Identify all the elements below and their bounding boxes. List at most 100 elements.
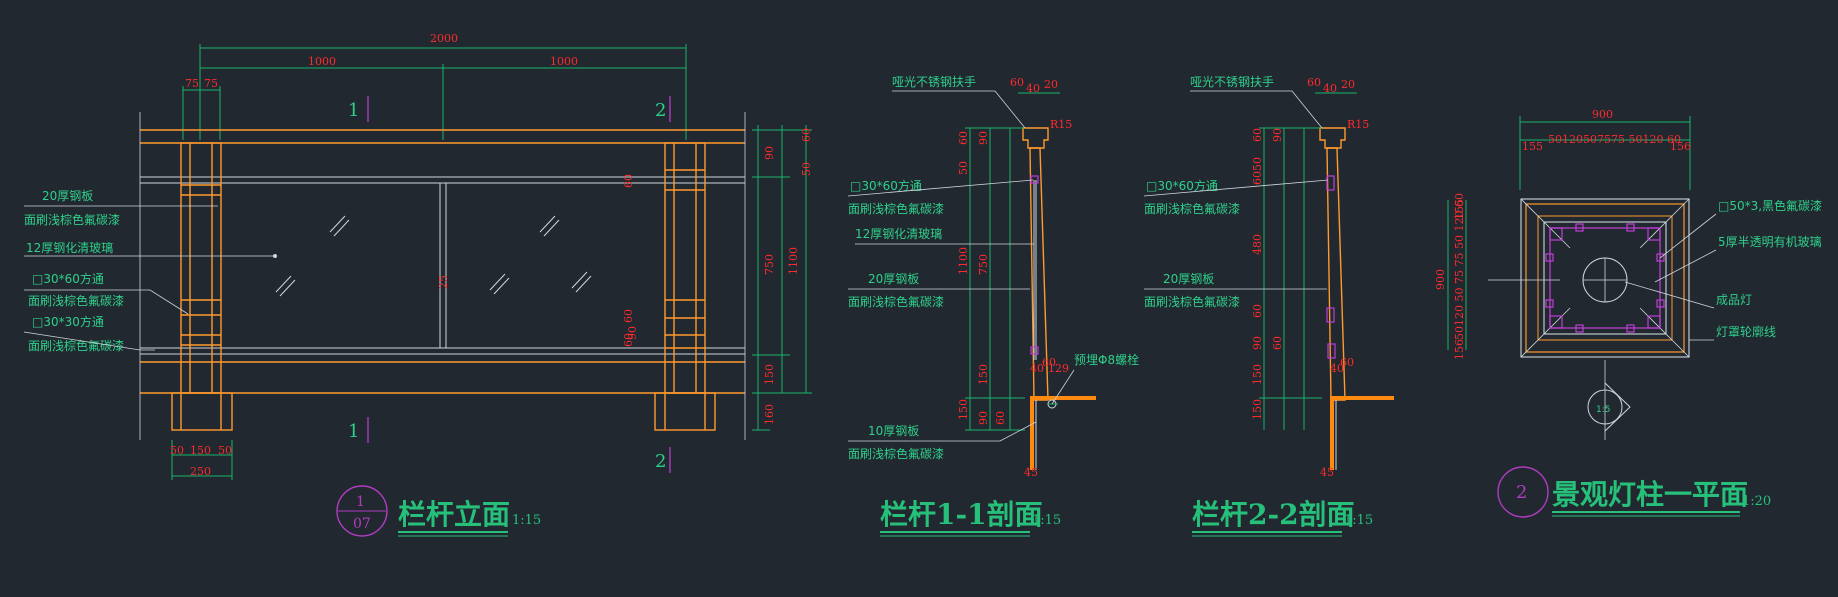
s2-dim-l60c: 60 [1271,336,1284,350]
dim-r-1100: 1100 [787,247,800,275]
s2-label-paint-1: 面刷浅棕色氟碳漆 [1144,201,1240,216]
s1-dim-l60: 60 [957,131,970,145]
glass-hatch [275,215,592,297]
s1-r15: R15 [1050,118,1072,131]
dim-r-60: 60 [800,128,813,142]
elevation-scale: 1:15 [512,513,541,528]
plan-title: 景观灯柱一平面 [1552,478,1748,511]
plan-dim-156: 156 [1670,140,1691,153]
s2-dim-60b: 60 [1340,356,1354,369]
dim-b-50b: 50 [218,444,232,457]
plan-label-lamp: 成品灯 [1716,293,1752,307]
s1-dim-60b: 60 [1042,356,1056,369]
s2-dim-l150a: 150 [1251,364,1264,385]
dim-s-60b: 60 [622,309,635,323]
section-mark-1-top: 1 [348,100,359,121]
s1-dim-20: 20 [1044,78,1058,91]
plan-dim-900: 900 [1592,108,1613,121]
plan-bubble [1497,466,1549,518]
s1-dim-45: 45 [1024,466,1038,479]
lamp-post-plan: 900 50120507575 50120 60 155 156 900 501… [1434,108,1822,518]
dim-r-750: 750 [763,254,776,275]
s1-label-steel: 20厚钢板 [868,272,919,286]
s2-dim-l6050: 6050 [1251,157,1264,185]
label-paint-3: 面刷浅棕色氟碳漆 [28,338,124,353]
s1-dim-129: 129 [1048,362,1069,375]
s1-dim-l150a: 150 [977,364,990,385]
plan-dim-row: 50120507575 50120 60 [1548,133,1681,146]
plan-bubble-num: 2 [1516,482,1527,503]
s2-dim-l90: 90 [1271,128,1284,142]
dim-r-90: 90 [763,146,776,160]
dim-s-60c: 60 [622,333,635,347]
elevation-bubble [336,485,388,537]
dim-75-a: 75 [185,77,199,90]
label-paint-1: 面刷浅棕色氟碳漆 [24,212,120,227]
section1-scale: 1:15 [1032,513,1061,528]
plan-north-label: 1:5 [1596,405,1610,415]
label-paint-2: 面刷浅棕色氟碳漆 [28,293,124,308]
section-mark-1-bottom: 1 [348,421,359,442]
plan-label-acrylic: 5厚半透明有机玻璃 [1718,235,1822,249]
elevation-title: 栏杆立面 [398,498,510,531]
label-glass: 12厚钢化清玻璃 [26,241,113,255]
s1-label-paint-1: 面刷浅棕色氟碳漆 [848,201,944,216]
s2-dim-l60b: 60 [1251,304,1264,318]
dim-r-50: 50 [800,162,813,176]
s2-label-paint-2: 面刷浅棕色氟碳漆 [1144,294,1240,309]
s1-dim-l1100: 1100 [957,247,970,275]
section2-title: 栏杆2-2剖面 [1192,498,1355,531]
s1-dim-40b: 40 [1030,362,1044,375]
dim-b-250: 250 [190,465,211,478]
dim-s-60a: 60 [622,174,635,188]
s1-dim-l50: 50 [957,161,970,175]
s1-label-tube: □30*60方通 [850,178,922,193]
label-tube-3060: □30*60方通 [32,271,104,286]
plan-dim-155: 155 [1522,140,1543,153]
elevation-bubble-top: 1 [356,494,365,510]
section1-title: 栏杆1-1剖面 [880,498,1043,531]
dim-b-150: 150 [190,444,211,457]
s1-dim-l90: 90 [977,131,990,145]
plan-dim-left-900: 900 [1434,269,1447,290]
railing-section-2-2: 60 40 20 R15 60 90 6050 480 60 90 60 150… [1143,74,1394,537]
dim-1000-right: 1000 [550,55,578,68]
s1-label-paint-3: 面刷浅棕色氟碳漆 [848,446,944,461]
dim-b-50a: 50 [170,444,184,457]
glass-mark-25: 25 [437,275,450,289]
s2-dim-40b: 40 [1330,362,1344,375]
s2-dim-l480: 480 [1251,234,1264,255]
s2-dim-60: 60 [1307,76,1321,89]
s1-label-glass: 12厚钢化清玻璃 [855,227,942,241]
section2-scale: 1:15 [1344,513,1373,528]
plan-label-shade: 灯罩轮廓线 [1716,324,1776,339]
s2-label-handrail: 哑光不锈钢扶手 [1190,74,1274,89]
railing-elevation: 2000 1000 1000 75 75 [23,32,813,537]
s1-label-handrail: 哑光不锈钢扶手 [892,74,976,89]
s2-label-steel: 20厚钢板 [1163,272,1214,286]
dim-1000-left: 1000 [308,55,336,68]
s1-label-paint-2: 面刷浅棕色氟碳漆 [848,294,944,309]
section-mark-2-top: 2 [655,100,666,121]
dim-r-160: 160 [763,404,776,425]
s1-dim-l90b: 90 [977,411,990,425]
section-mark-2-bottom: 2 [655,451,666,472]
s1-dim-l750: 750 [977,254,990,275]
label-20-steel: 20厚钢板 [42,189,93,203]
s2-label-tube: □30*60方通 [1146,178,1218,193]
s1-dim-l150b: 150 [957,399,970,420]
s2-dim-l90b: 90 [1251,336,1264,350]
s1-label-bolt: 预埋Φ8螺栓 [1074,352,1139,367]
s2-dim-40: 40 [1323,82,1337,95]
dim-s-90a: 90 [626,326,639,340]
plan-dim-left-155: 155 [1453,199,1466,220]
dim-75-b: 75 [204,77,218,90]
railing-section-1-1: 60 40 20 R15 60 90 50 1100 750 150 150 9… [847,74,1139,537]
label-tube-3030: □30*30方通 [32,314,104,329]
s2-dim-l60: 60 [1251,128,1264,142]
plan-label-tube: □50*3,黑色氟碳漆 [1718,199,1822,213]
s2-dim-45: 45 [1320,466,1334,479]
plan-dim-left-156: 156 [1453,339,1466,360]
s2-r15: R15 [1347,118,1369,131]
